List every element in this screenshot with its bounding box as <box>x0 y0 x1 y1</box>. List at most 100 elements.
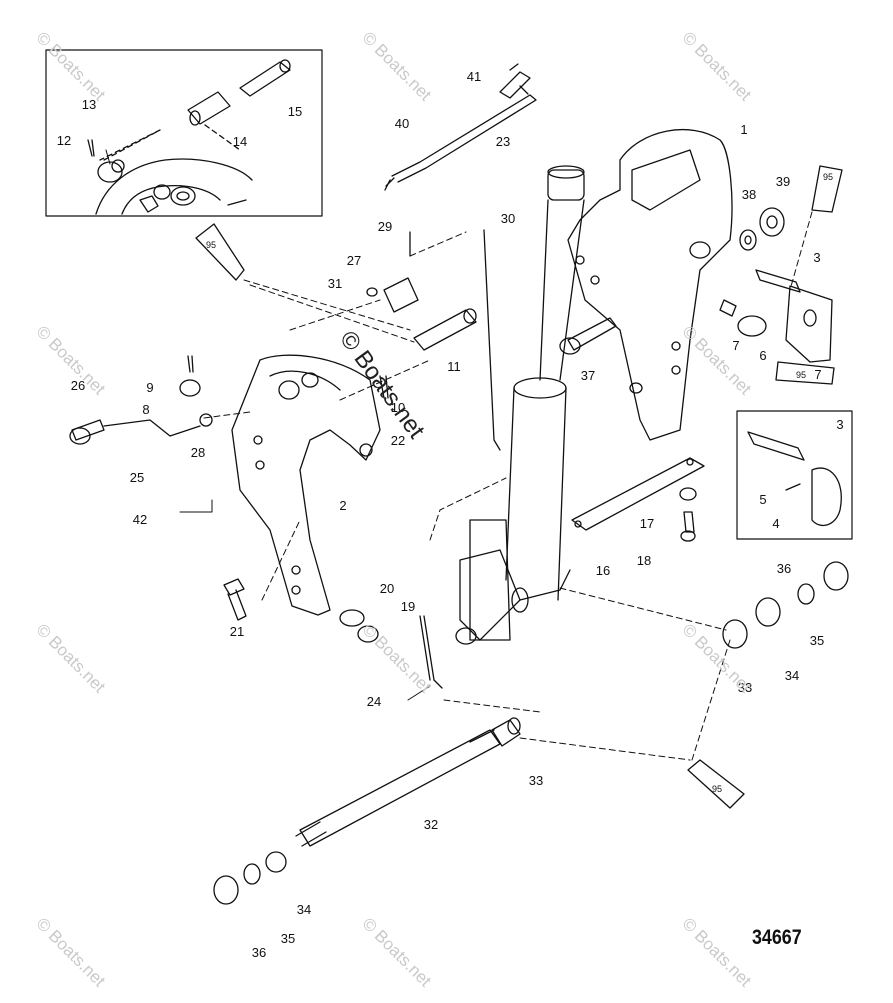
part-40-rod <box>384 94 537 191</box>
callout-6: 6 <box>759 348 767 363</box>
part-41-clip <box>499 63 531 99</box>
callout-36-right: 36 <box>776 561 792 576</box>
part-25-26-screw <box>69 419 201 445</box>
part-7-screw <box>719 299 737 317</box>
part-37-bolt <box>559 317 617 355</box>
figure-number: 34667 <box>752 926 802 949</box>
callout-33-right: 33 <box>737 680 753 695</box>
lube-tube-1 <box>195 223 245 281</box>
part-23-cylinder <box>455 165 585 645</box>
part-1-swivel-bracket <box>567 128 733 441</box>
lube-code-1: 95 <box>206 240 217 250</box>
part-3-lever <box>755 269 833 363</box>
callout-34-right: 34 <box>784 668 800 683</box>
lube-tube-3 <box>775 361 835 385</box>
callout-16: 16 <box>595 563 611 578</box>
callout-37: 37 <box>580 368 596 383</box>
callout-8: 8 <box>142 402 150 417</box>
callout-7-b: 7 <box>814 367 822 382</box>
part-33b-bushing <box>722 619 748 649</box>
callout-4: 4 <box>772 516 780 531</box>
part-16-tie-bar <box>571 457 705 531</box>
callout-22: 22 <box>390 433 406 448</box>
part-24-pin <box>419 615 443 689</box>
lube-code-3: 95 <box>796 370 807 380</box>
part-33a-bushing <box>491 717 521 747</box>
callout-25: 25 <box>129 470 145 485</box>
part-2-clamp-bracket <box>231 354 381 616</box>
part-11-pin <box>413 308 477 351</box>
callout-35-right: 35 <box>809 633 825 648</box>
callout-15: 15 <box>287 104 303 119</box>
lube-code-4: 95 <box>712 784 723 794</box>
part-14-sleeve <box>187 91 231 126</box>
part-19-nut <box>357 625 379 643</box>
part-18-bolt <box>680 511 696 542</box>
inset-box-lever <box>736 410 853 540</box>
callout-19: 19 <box>400 599 416 614</box>
callout-10: 10 <box>390 400 406 415</box>
callout-33-left: 33 <box>528 773 544 788</box>
callout-38: 38 <box>741 187 757 202</box>
callout-1: 1 <box>740 122 748 137</box>
part-21-bolt <box>223 578 247 621</box>
part-12-knob <box>97 159 125 183</box>
part-35a-washer <box>797 583 815 605</box>
part-13-cotter <box>87 139 95 157</box>
callout-3-main: 3 <box>813 250 821 265</box>
callout-39: 39 <box>775 174 791 189</box>
leader-lines <box>203 211 813 761</box>
callout-34-left: 34 <box>296 902 312 917</box>
part-39-bushing <box>759 207 785 237</box>
part-6-plate <box>737 315 767 337</box>
part-34b-spacer <box>265 851 287 873</box>
part-15-pin <box>239 59 291 97</box>
callout-27: 27 <box>346 253 362 268</box>
callout-30: 30 <box>500 211 516 226</box>
callout-36-left: 36 <box>251 945 267 960</box>
callout-7-a: 7 <box>732 338 740 353</box>
callout-35-left: 35 <box>280 931 296 946</box>
inset-swivel-detail <box>95 158 253 215</box>
callout-17: 17 <box>639 516 655 531</box>
inset-lever-detail <box>747 431 842 527</box>
callout-13: 13 <box>81 97 97 112</box>
part-31-nut <box>366 287 378 297</box>
leader-solid <box>105 149 431 701</box>
inset-box-pins <box>45 49 323 217</box>
callout-21: 21 <box>229 624 245 639</box>
part-38-washer <box>739 229 757 251</box>
callout-14: 14 <box>232 134 248 149</box>
callout-31: 31 <box>327 276 343 291</box>
callout-9: 9 <box>146 380 154 395</box>
callout-32: 32 <box>423 817 439 832</box>
part-17-washer <box>679 487 697 501</box>
part-30-rod <box>483 229 501 451</box>
callout-24: 24 <box>366 694 382 709</box>
callout-42: 42 <box>132 512 148 527</box>
callout-23: 23 <box>495 134 511 149</box>
part-35b-washer <box>243 863 261 885</box>
callout-12: 12 <box>56 133 72 148</box>
callout-5: 5 <box>759 492 767 507</box>
callout-2: 2 <box>339 498 347 513</box>
callout-11: 11 <box>447 359 461 374</box>
callout-28: 28 <box>190 445 206 460</box>
lube-tube-4 <box>687 759 745 809</box>
callout-18: 18 <box>636 553 652 568</box>
part-28-washer <box>199 413 213 427</box>
callout-41: 41 <box>466 69 482 84</box>
part-8-knob <box>179 379 201 397</box>
callout-29: 29 <box>377 219 393 234</box>
part-20-washer <box>339 609 365 627</box>
callout-20: 20 <box>379 581 395 596</box>
lube-code-2: 95 <box>823 172 834 182</box>
part-36b-nut <box>213 875 239 905</box>
part-36a-nut <box>823 561 849 591</box>
part-32-tilt-tube <box>295 729 501 847</box>
callout-40: 40 <box>394 116 410 131</box>
lube-tube-2 <box>811 165 843 213</box>
part-9-pin <box>187 355 194 373</box>
callout-26: 26 <box>70 378 86 393</box>
